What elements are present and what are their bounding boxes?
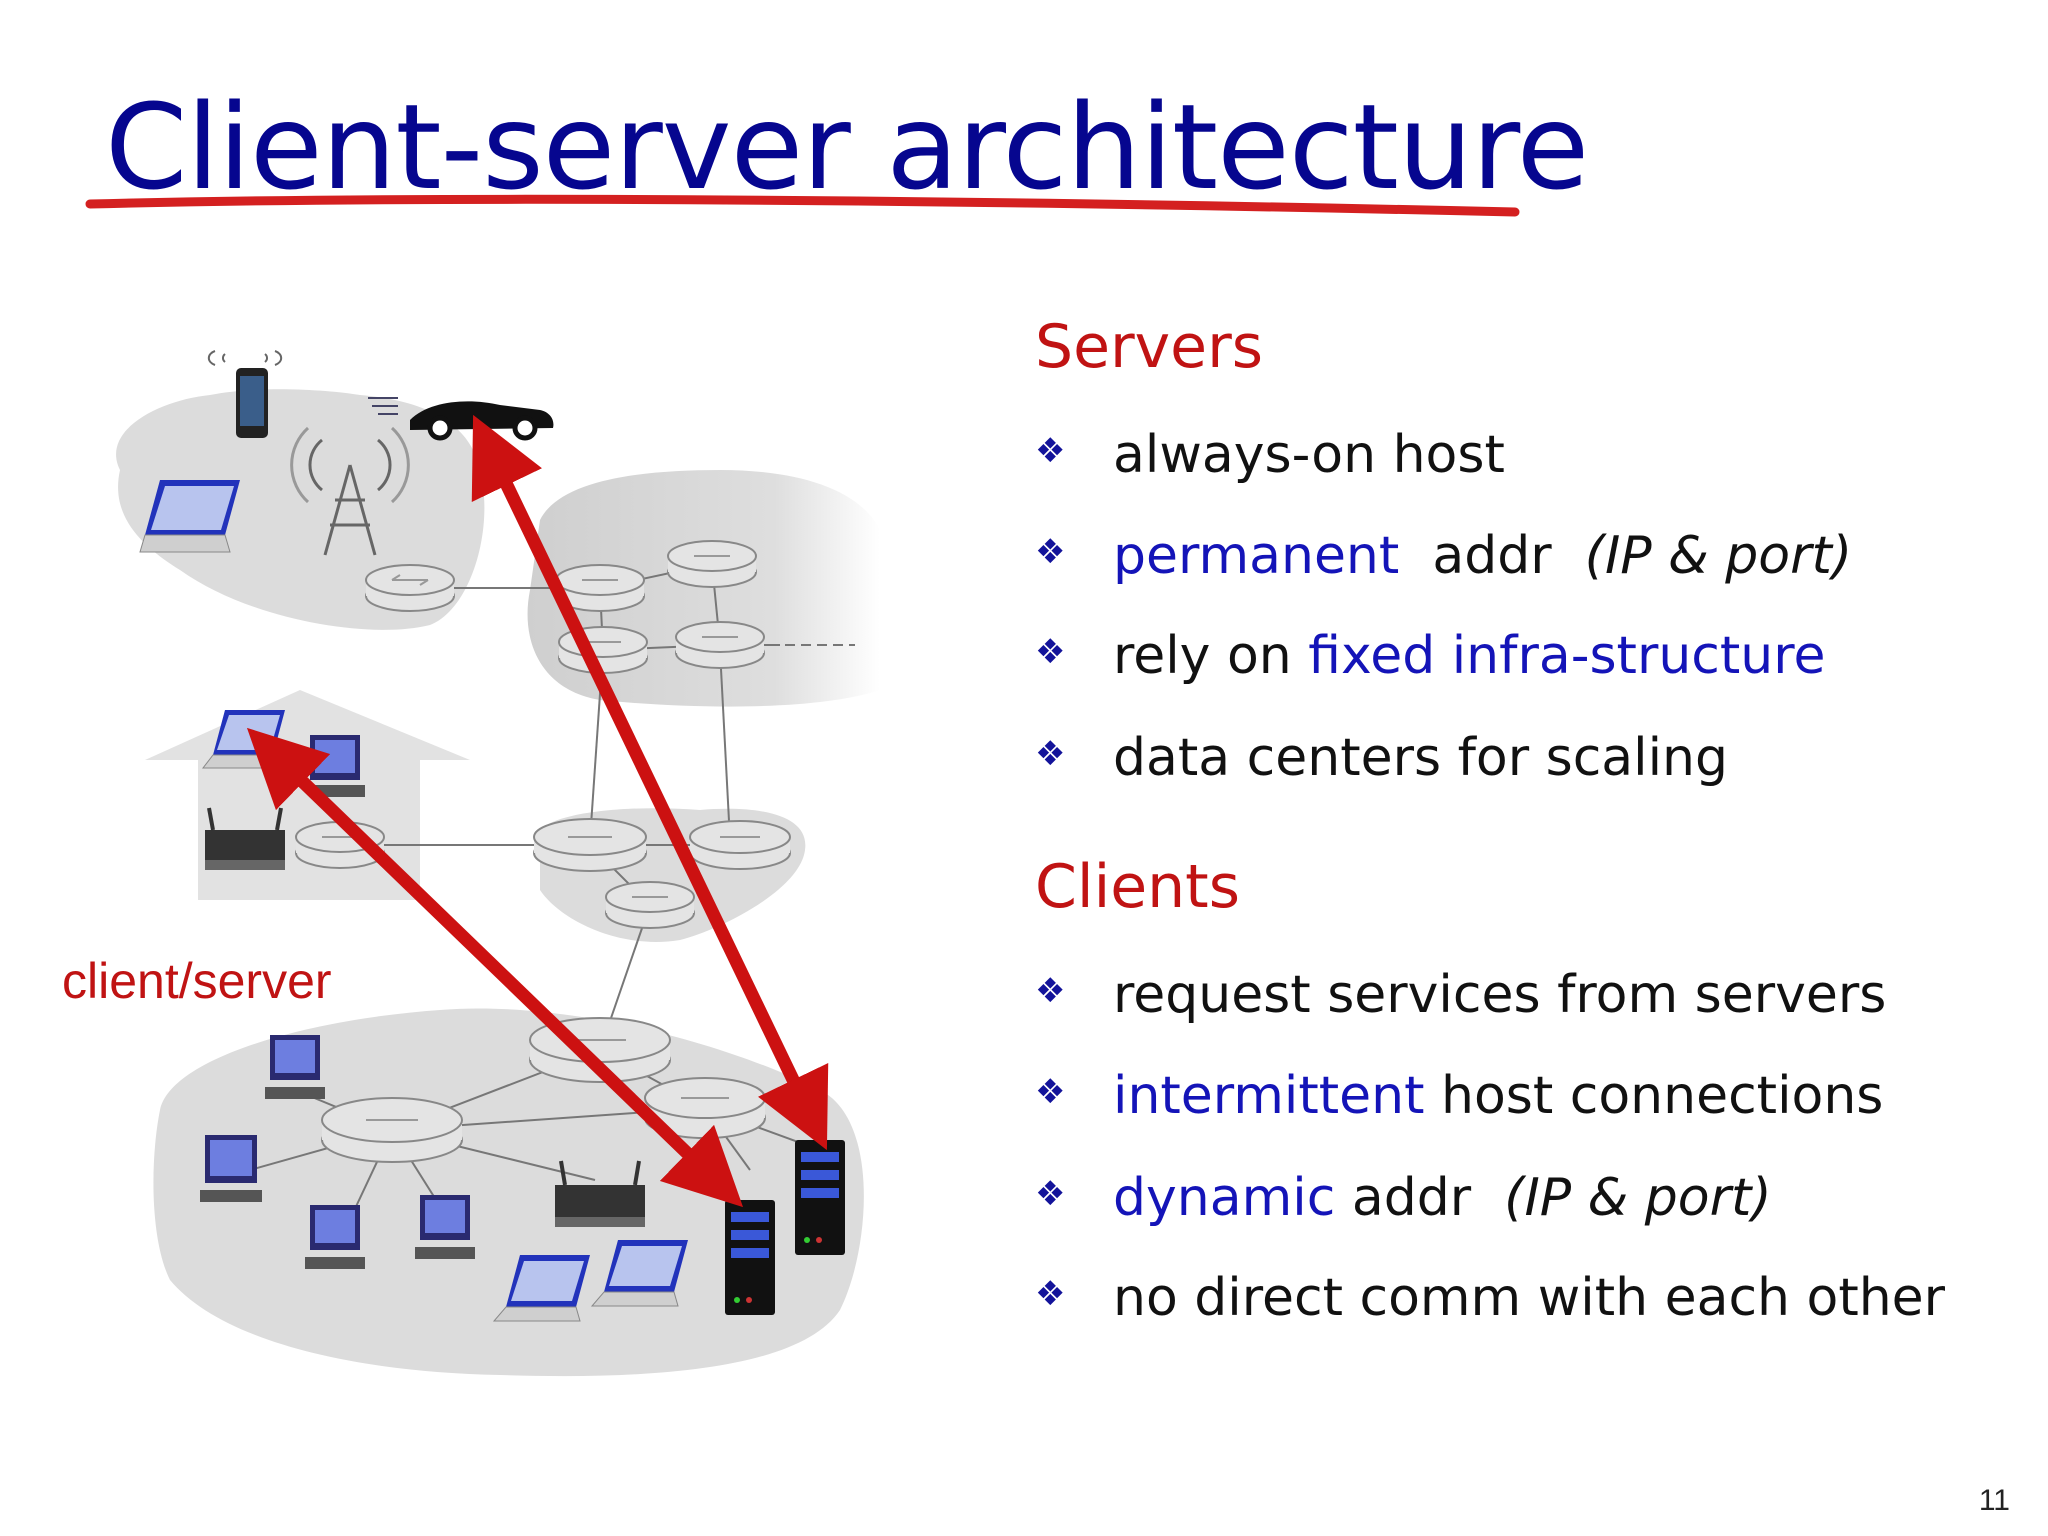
cell-tower-icon — [290, 426, 410, 556]
servers-bullet-3: ❖rely on fixed infra-structure — [1035, 626, 1826, 686]
bullet-icon: ❖ — [1035, 1274, 1066, 1314]
laptop-icons — [139, 480, 688, 1322]
bullet-icon: ❖ — [1035, 431, 1066, 471]
bullet-icon: ❖ — [1035, 971, 1066, 1011]
server-icons — [725, 1140, 845, 1315]
page-number: 11 — [1978, 1484, 2010, 1517]
bullet-icon: ❖ — [1035, 1174, 1066, 1214]
clients-bullet-4: ❖no direct comm with each other — [1035, 1268, 1946, 1328]
clients-bullet-3: ❖dynamic addr (IP & port) — [1035, 1168, 1772, 1228]
network-diagram — [116, 350, 880, 1377]
servers-bullet-2: ❖permanent addr (IP & port) — [1035, 526, 1853, 586]
clients-bullet-2: ❖intermittent host connections — [1035, 1066, 1884, 1126]
smartphone-icon — [236, 368, 268, 438]
servers-bullet-1: ❖always-on host — [1035, 425, 1505, 485]
arrow-laptop-to-server — [246, 727, 744, 1208]
client-server-arrows — [246, 414, 829, 1208]
bullet-icon: ❖ — [1035, 532, 1066, 572]
bullet-icon: ❖ — [1035, 632, 1066, 672]
slide-title: Client-server architecture — [105, 78, 1589, 216]
wireless-signal-icon — [207, 350, 283, 366]
client-server-label: client/server — [62, 953, 332, 1009]
clients-bullet-1: ❖request services from servers — [1035, 965, 1887, 1025]
clients-heading: Clients — [1035, 852, 1240, 922]
servers-heading: Servers — [1035, 312, 1264, 382]
title-underline — [85, 194, 1520, 217]
bullet-icon: ❖ — [1035, 1072, 1066, 1112]
servers-bullet-4: ❖data centers for scaling — [1035, 728, 1729, 788]
bullet-icon: ❖ — [1035, 734, 1066, 774]
